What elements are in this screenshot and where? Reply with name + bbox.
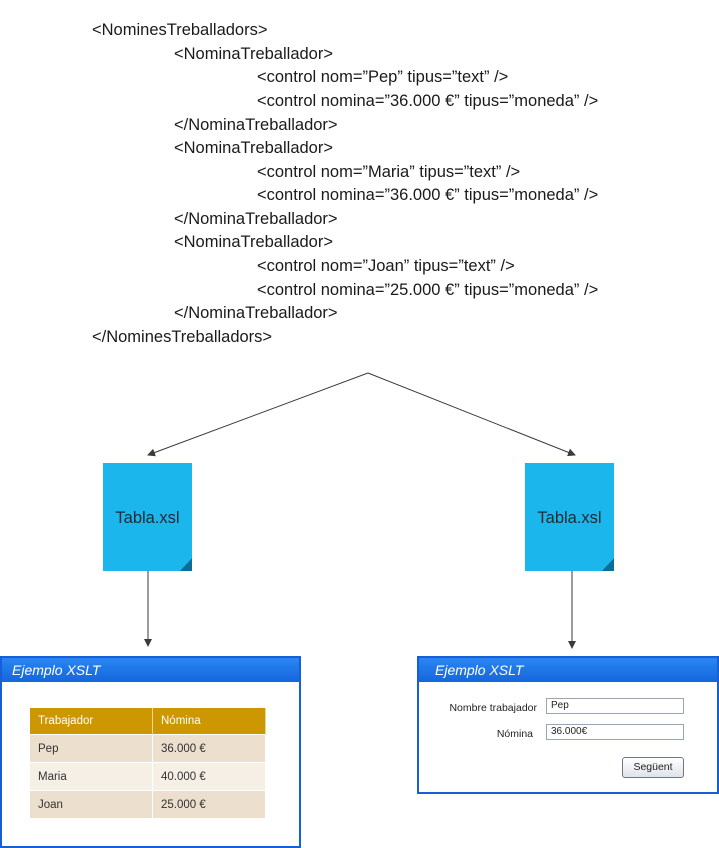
- xml-line: <control nom=”Maria” tipus=”text” />: [257, 163, 521, 181]
- document-icon: [525, 463, 614, 571]
- form-output-window: Ejemplo XSLT Nombre trabajador Pep Nómin…: [417, 656, 719, 794]
- xml-line: <control nomina=”25.000 €” tipus=”moneda…: [257, 281, 599, 299]
- xml-line: <control nomina=”36.000 €” tipus=”moneda…: [257, 92, 599, 110]
- cell-worker: Pep: [30, 734, 153, 763]
- xml-line: <control nom=”Pep” tipus=”text” />: [257, 68, 509, 86]
- xsl-document-left: Tabla.xsl: [103, 463, 192, 571]
- arrow-to-right-stylesheet: [367, 372, 576, 457]
- cell-salary: 40.000 €: [152, 762, 266, 791]
- table-row: Joan 25.000 €: [30, 790, 266, 818]
- table-output-window: Ejemplo XSLT Trabajador Nómina Pep 36.00…: [0, 656, 301, 848]
- xml-line: </NominesTreballadors>: [92, 328, 273, 346]
- cell-worker: Joan: [30, 790, 153, 818]
- window-title: Ejemplo XSLT: [2, 658, 299, 682]
- window-title: Ejemplo XSLT: [419, 658, 717, 682]
- column-header-salary: Nómina: [152, 708, 266, 735]
- table-header-row: Trabajador Nómina: [30, 708, 266, 735]
- worker-name-field[interactable]: Pep: [546, 698, 684, 714]
- xml-line: <NominaTreballador>: [174, 45, 333, 63]
- document-icon: [103, 463, 192, 571]
- xml-line: <control nomina=”36.000 €” tipus=”moneda…: [257, 186, 599, 204]
- xsl-document-label: Tabla.xsl: [537, 509, 602, 527]
- xml-line: </NominaTreballador>: [174, 304, 338, 322]
- salary-label: Nómina: [496, 728, 533, 740]
- xml-line: <NominesTreballadors>: [92, 21, 268, 39]
- next-button[interactable]: Següent: [622, 757, 684, 778]
- salary-table: Trabajador Nómina Pep 36.000 € Maria 40.…: [30, 708, 266, 818]
- xsl-document-right: Tabla.xsl: [525, 463, 614, 571]
- xsl-document-label: Tabla.xsl: [115, 509, 180, 527]
- xml-line: <control nom=”Joan” tipus=”text” />: [257, 257, 515, 275]
- table-row: Maria 40.000 €: [30, 762, 266, 791]
- cell-salary: 25.000 €: [152, 790, 266, 818]
- xml-line: <NominaTreballador>: [174, 233, 333, 251]
- table-row: Pep 36.000 €: [30, 734, 266, 763]
- cell-worker: Maria: [30, 762, 153, 791]
- xml-line: </NominaTreballador>: [174, 116, 338, 134]
- worker-name-label: Nombre trabajador: [449, 702, 537, 714]
- cell-salary: 36.000 €: [152, 734, 266, 763]
- arrow-to-left-stylesheet: [147, 372, 369, 457]
- xml-line: </NominaTreballador>: [174, 210, 338, 228]
- column-header-worker: Trabajador: [30, 708, 153, 735]
- xml-line: <NominaTreballador>: [174, 139, 333, 157]
- salary-field[interactable]: 36.000€: [546, 724, 684, 740]
